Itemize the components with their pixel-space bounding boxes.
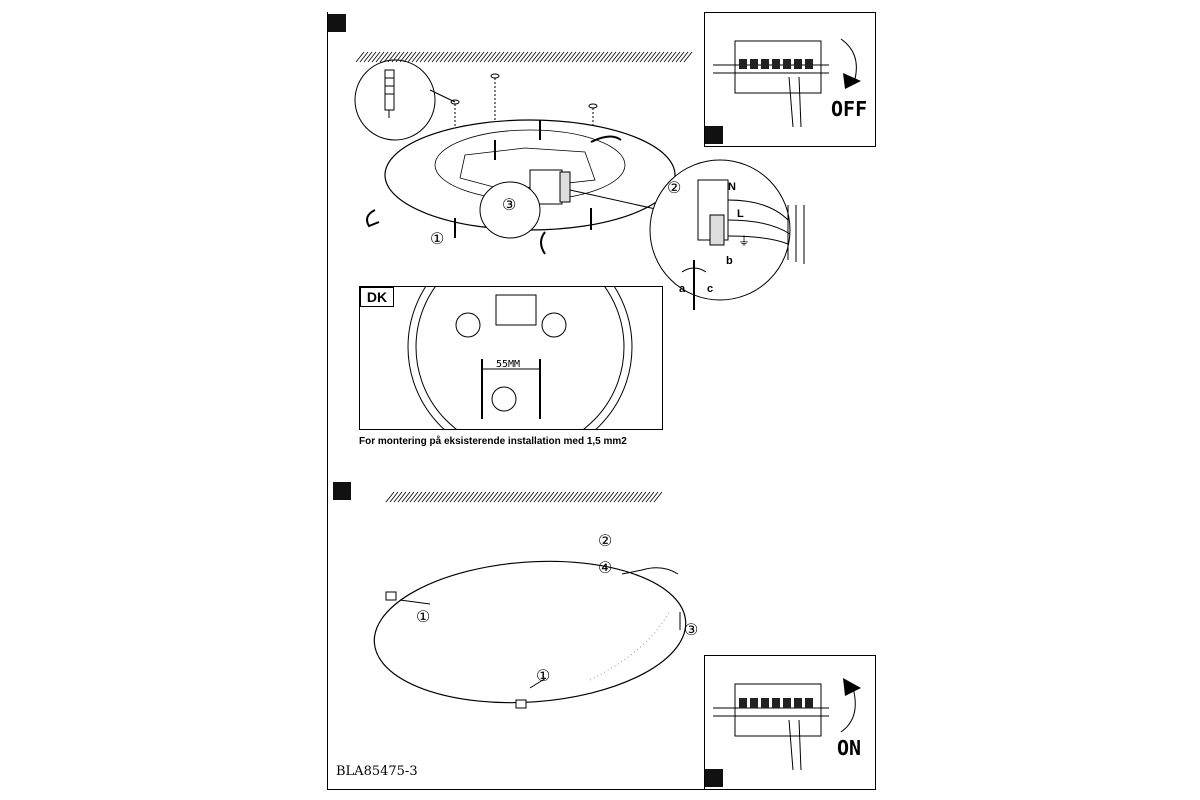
dimension-label: 55MM — [496, 359, 521, 370]
ground-icon: ⏚ — [738, 234, 751, 248]
callout-3-top: ③ — [502, 197, 517, 214]
wire-label-l: L — [737, 208, 744, 220]
wire-label-n: N — [728, 181, 736, 193]
mounting-illustration — [354, 59, 676, 255]
wire-label-c: c — [707, 283, 714, 295]
step-marker-bottom — [333, 482, 351, 500]
page-left-rule — [327, 12, 328, 790]
arrow-down-icon — [840, 38, 861, 89]
arrow-up-icon — [840, 678, 861, 733]
dk-inset: DK 55MM — [359, 286, 663, 430]
ceiling-hatch-top: // hatch drawn below via generic script — [355, 51, 693, 63]
breaker-switch-icon — [713, 683, 829, 771]
document-code: BLA85475-3 — [336, 764, 418, 779]
base-plate-drawing — [407, 287, 633, 429]
shade-illustration — [373, 560, 687, 709]
dk-caption: For montering på eksisterende installati… — [359, 436, 627, 447]
ceiling-hatch-bottom — [385, 491, 663, 503]
breaker-on-label: ON — [837, 736, 862, 760]
dk-tag: DK — [360, 287, 394, 307]
breaker-switch-icon — [713, 40, 829, 128]
page-bottom-rule — [327, 789, 875, 790]
breaker-on-panel: ON — [704, 655, 876, 790]
callout-4-bottom: ④ — [598, 560, 613, 577]
step-marker-top — [328, 14, 346, 32]
callout-3-bottom: ③ — [684, 622, 699, 639]
breaker-off-label: OFF — [831, 97, 868, 121]
callout-1b-bottom: ① — [536, 668, 551, 685]
step-marker-off — [705, 126, 723, 144]
callout-1-top: ① — [430, 231, 445, 248]
wiring-detail — [649, 159, 805, 310]
wire-label-a: a — [679, 283, 686, 295]
callout-2-bottom: ② — [598, 533, 613, 550]
callout-2-wiring: ② — [667, 180, 682, 197]
breaker-off-panel: OFF — [704, 12, 876, 147]
callout-1a-bottom: ① — [416, 609, 431, 626]
wire-label-b: b — [726, 255, 733, 267]
wall-plug-icon — [384, 69, 395, 118]
step-marker-on — [705, 769, 723, 787]
